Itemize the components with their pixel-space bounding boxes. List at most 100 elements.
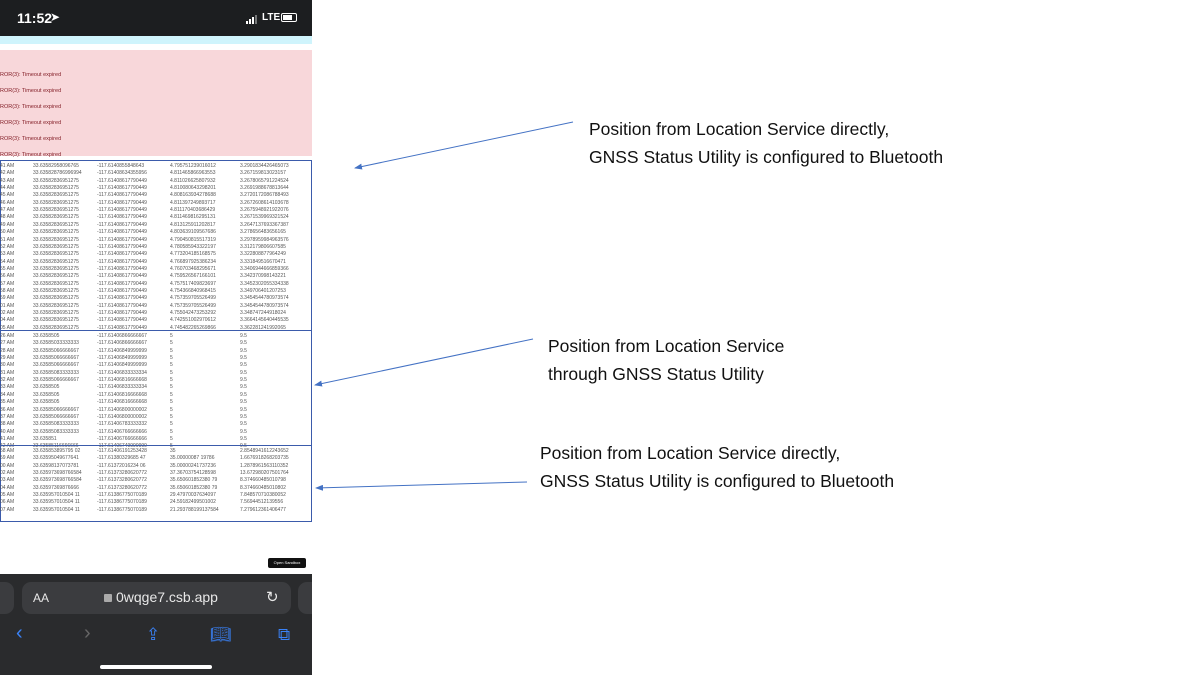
longitude-cell: -117.61408617790449: [97, 185, 147, 192]
time-cell: 01 AM: [0, 302, 15, 309]
value-cell: 3.267159813023157: [240, 170, 286, 177]
longitude-cell: -117.61373280620772: [97, 484, 147, 491]
value-cell: 3.2691988678813644: [240, 185, 289, 192]
accuracy-cell: 4.766897925386234: [170, 258, 216, 265]
open-sandbox-button[interactable]: Open Sandbox: [268, 558, 306, 568]
value-cell: 2.8548941612243652: [240, 448, 289, 454]
prev-tab-pill[interactable]: [0, 582, 14, 614]
value-cell: 3.2647137693367387: [240, 221, 289, 228]
accuracy-cell: 4.759526567166101: [170, 273, 216, 280]
time-cell: 42 AM: [0, 170, 15, 177]
time-cell: 58 AM: [0, 287, 15, 294]
latitude-cell: 33.63585066666667: [33, 406, 79, 413]
accuracy-cell: 29.47970037634097: [170, 492, 216, 499]
time-cell: 47 AM: [0, 207, 15, 214]
longitude-cell: -117.61408617790449: [97, 302, 147, 309]
text-size-button[interactable]: AA: [33, 591, 50, 605]
value-cell: 3.3454544780973574: [240, 302, 289, 309]
latitude-cell: 33.635973698766584: [33, 477, 82, 484]
longitude-cell: -117.61408617790449: [97, 229, 147, 236]
address-bar[interactable]: AA 0wqge7.csb.app ↻: [22, 582, 291, 614]
reload-icon[interactable]: ↻: [266, 589, 279, 606]
longitude-cell: -117.61406833333334: [97, 384, 147, 391]
time-cell: 29 AM: [0, 355, 15, 362]
value-cell: 3.2978959984963576: [240, 236, 289, 243]
longitude-cell: -117.61408617790449: [97, 310, 147, 316]
error-message: ROR(3): Timeout expired: [0, 72, 62, 78]
longitude-cell: -117.61406866666667: [97, 340, 147, 347]
longitude-cell: -117.61386775070189: [97, 506, 147, 513]
value-cell: 3.312179806607585: [240, 243, 286, 250]
value-cell: 3.3406944666859366: [240, 265, 289, 272]
longitude-cell: -117.61408617790449: [97, 199, 147, 206]
annotation-3-line1: Position from Location Service directly,: [540, 443, 841, 463]
accuracy-cell: 5: [170, 333, 173, 339]
location-arrow-icon: ➤: [50, 10, 61, 24]
latitude-cell: 33.635957010504 11: [33, 492, 80, 499]
latitude-cell: 33.63585083333333: [33, 428, 79, 435]
value-cell: 9.5: [240, 413, 247, 420]
tabs-icon[interactable]: ⧉: [278, 625, 291, 644]
time-cell: 56 AM: [0, 273, 15, 280]
share-icon[interactable]: ⇪: [146, 625, 161, 644]
latitude-cell: 33.63582836951275: [33, 236, 79, 243]
latitude-cell: 33.63595049677641: [33, 455, 79, 462]
latitude-cell: 33.63597369876666: [33, 484, 79, 491]
value-cell: 3.3454544780973574: [240, 295, 289, 302]
time-cell: 04 AM: [0, 484, 15, 491]
latitude-cell: 33.63582836951275: [33, 280, 79, 287]
time-cell: 37 AM: [0, 413, 15, 420]
time-cell: 04 AM: [0, 317, 15, 324]
next-tab-pill[interactable]: [298, 582, 312, 614]
time-cell: 40 AM: [0, 428, 15, 435]
longitude-cell: -117.61408617790449: [97, 324, 147, 331]
error-message: ROR(3): Timeout expired: [0, 120, 62, 126]
latitude-cell: 33.63582836951275: [33, 177, 79, 184]
value-cell: 3.2671539969321524: [240, 214, 289, 221]
latitude-cell: 33.63585066666667: [33, 362, 79, 369]
time-cell: 30 AM: [0, 362, 15, 369]
accuracy-cell: 4.755042473253292: [170, 310, 216, 316]
value-cell: 3.348747244918024: [240, 310, 286, 316]
forward-icon[interactable]: ›: [84, 622, 91, 644]
back-icon[interactable]: ‹: [16, 622, 23, 644]
value-cell: 9.5: [240, 369, 247, 376]
value-cell: 9.5: [240, 355, 247, 362]
time-cell: 57 AM: [0, 280, 15, 287]
value-cell: 3.3452302055334338: [240, 280, 289, 287]
url-text[interactable]: 0wqge7.csb.app: [116, 589, 218, 605]
value-cell: 9.5: [240, 391, 247, 398]
bookmarks-icon[interactable]: 📖︎: [210, 625, 232, 644]
value-cell: 13.672980207501764: [240, 470, 289, 477]
longitude-cell: -117.61380329685 47: [97, 455, 146, 462]
accuracy-cell: 5: [170, 391, 173, 398]
longitude-cell: -117.61373280620772: [97, 477, 147, 484]
longitude-cell: -117.61408617790449: [97, 214, 147, 221]
time-cell: 38 AM: [0, 421, 15, 428]
annotation-3-line2: GNSS Status Utility is configured to Blu…: [540, 471, 895, 491]
accuracy-cell: 5: [170, 377, 173, 384]
accuracy-cell: 37.36703754128598: [170, 470, 216, 477]
time-cell: 03 AM: [0, 477, 15, 484]
longitude-cell: -117.61408617790449: [97, 287, 147, 294]
accuracy-cell: 5: [170, 347, 173, 354]
longitude-cell: -117.61408617790449: [97, 265, 147, 272]
longitude-cell: -117.61408617790449: [97, 177, 147, 184]
latitude-cell: 33.63582836951275: [33, 287, 79, 294]
value-cell: 9.5: [240, 406, 247, 413]
time-cell: 49 AM: [0, 221, 15, 228]
longitude-cell: -117.61408617790449: [97, 273, 147, 280]
clock: 11:52: [17, 10, 53, 26]
time-cell: 59 AM: [0, 295, 15, 302]
